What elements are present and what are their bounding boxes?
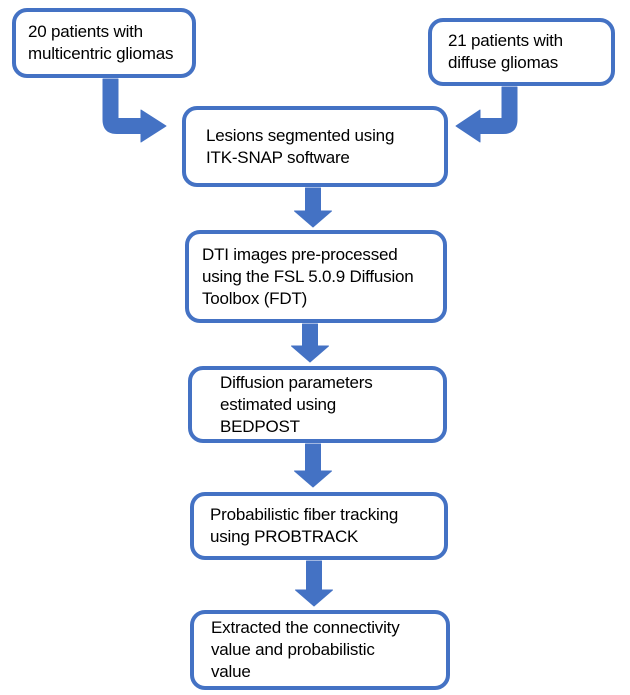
node-diffuse-patients: 21 patients with diffuse gliomas <box>428 18 615 86</box>
node-bedpost-estimation: Diffusion parameters estimated using BED… <box>188 366 447 443</box>
node-probtrack-tracking: Probabilistic fiber tracking using PROBT… <box>190 492 448 560</box>
node-value-extraction-label: Extracted the connectivity value and pro… <box>211 618 400 681</box>
elbow-arrow-multicentric-to-segmentation <box>102 78 167 143</box>
node-multicentric-patients: 20 patients with multicentric gliomas <box>12 8 196 78</box>
node-lesion-segmentation: Lesions segmented using ITK-SNAP softwar… <box>182 106 448 187</box>
node-dti-preprocessing-label: DTI images pre-processed using the FSL 5… <box>202 244 414 308</box>
elbow-arrow-diffuse-to-segmentation <box>455 86 518 143</box>
down-arrow-probtrack-to-extraction <box>295 560 333 607</box>
node-bedpost-estimation-label: Diffusion parameters estimated using BED… <box>220 372 373 436</box>
node-dti-preprocessing: DTI images pre-processed using the FSL 5… <box>185 230 447 323</box>
down-arrow-bedpost-to-probtrack <box>294 443 332 488</box>
node-multicentric-patients-label: 20 patients with multicentric gliomas <box>28 22 174 63</box>
node-probtrack-tracking-label: Probabilistic fiber tracking using PROBT… <box>210 505 399 546</box>
node-lesion-segmentation-label: Lesions segmented using ITK-SNAP softwar… <box>206 125 395 167</box>
down-arrow-preprocessing-to-bedpost <box>291 323 329 363</box>
down-arrow-segmentation-to-preprocessing <box>294 187 332 228</box>
node-value-extraction: Extracted the connectivity value and pro… <box>190 610 450 690</box>
node-diffuse-patients-label: 21 patients with diffuse gliomas <box>448 31 563 72</box>
